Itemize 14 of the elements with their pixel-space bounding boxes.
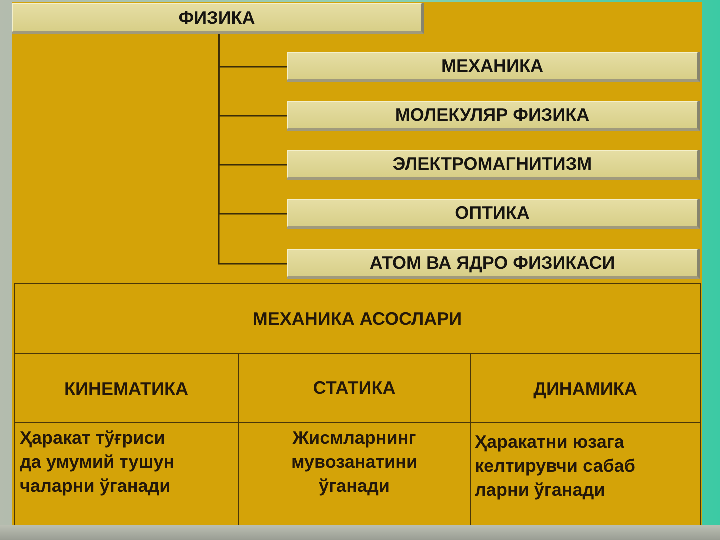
column-heading: СТАТИКА: [313, 376, 396, 400]
topic-box: МЕХАНИКА: [287, 52, 700, 82]
topic-box: МОЛЕКУЛЯР ФИЗИКА: [287, 101, 700, 131]
cell-text: Ҳаракат тўғриси да умумий тушун чаларни ўганади: [20, 427, 176, 498]
table-heading: МЕХАНИКА АСОСЛАРИ: [252, 308, 462, 330]
topic-box: ЭЛЕКТРОМАГНИТИЗМ: [287, 150, 700, 180]
topic-box: ОПТИКА: [287, 199, 700, 229]
cell-text: Ҳаракатни юзага келтирувчи сабаб ларни ўганади: [475, 431, 636, 502]
column-heading: КИНЕМАТИКА: [64, 378, 188, 401]
column-heading: ДИНАМИКА: [534, 378, 638, 401]
title-box: ФИЗИКА: [12, 3, 424, 34]
topic-box: АТОМ ВА ЯДРО ФИЗИКАСИ: [287, 249, 700, 279]
connector-line: [218, 34, 287, 265]
cell-text: Жисмларнинг мувозанатини ўганади: [290, 427, 419, 498]
